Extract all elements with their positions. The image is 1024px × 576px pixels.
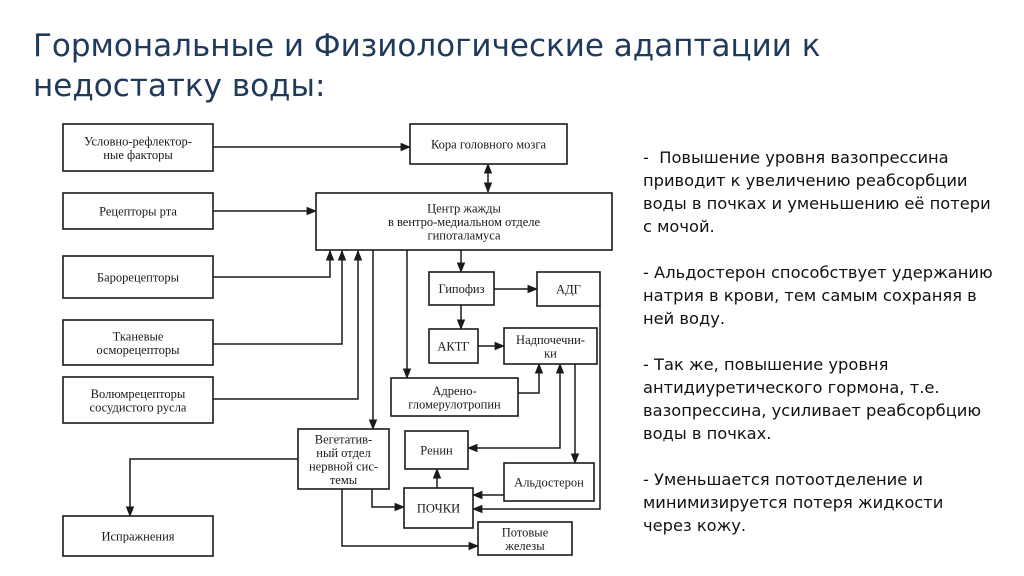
edges (125, 142, 601, 551)
node-baroreceptors: Барорецепторы (62, 255, 214, 299)
node-box (62, 376, 214, 424)
edge-autonomic-to-sweat-glands (341, 489, 480, 551)
node-box (403, 487, 474, 529)
node-box (503, 327, 598, 365)
node-label: железы (504, 539, 545, 553)
notes-panel: - Повышение уровня вазопрессина приводит… (643, 146, 993, 560)
node-box (477, 521, 573, 556)
node-box (536, 271, 601, 307)
edge-adrenoglomerulotropin-to-adrenals (518, 362, 544, 394)
node-label: Волюмрецепторы (91, 387, 186, 401)
node-label: Альдостерон (514, 476, 584, 490)
node-kidneys: ПОЧКИ (403, 487, 474, 529)
node-conditioned-factors: Условно-рефлектор-ные факторы (62, 123, 214, 172)
node-box (297, 428, 390, 490)
edge-autonomic-to-kidneys (371, 489, 406, 512)
node-mouth-receptors: Рецепторы рта (62, 192, 214, 230)
node-box (390, 377, 519, 417)
node-label: Испражнения (101, 530, 174, 544)
edge-osmo-to-thirst-center (213, 249, 347, 345)
node-label: сосудистого русла (90, 400, 187, 414)
node-label: Вегетатив- (315, 432, 372, 446)
note-adh: - Так же, повышение уровня антидиуретиче… (643, 355, 987, 443)
node-label: в вентро-медиальном отделе (388, 215, 541, 229)
node-label: ки (544, 346, 557, 360)
node-box (404, 430, 469, 470)
node-label: нервной сис- (309, 459, 378, 473)
note-sweating: - Уменьшается потоотделение и минимизиру… (643, 470, 949, 535)
node-box (62, 515, 214, 557)
node-label: Потовые (502, 525, 549, 539)
node-label: ные факторы (103, 148, 173, 162)
node-box (315, 192, 613, 251)
node-renin: Ренин (404, 430, 469, 470)
edge-baro-to-thirst-center (213, 249, 335, 278)
node-box (409, 123, 568, 165)
node-label: АДГ (556, 283, 581, 297)
node-box (62, 192, 214, 230)
node-box (62, 255, 214, 299)
node-label: темы (330, 473, 358, 487)
note-vasopressin: - Повышение уровня вазопрессина приводит… (643, 148, 996, 236)
node-label: АКТГ (437, 340, 469, 354)
node-label: Кора головного мозга (431, 138, 547, 152)
node-adh: АДГ (536, 271, 601, 307)
node-label: Гипофиз (438, 282, 484, 296)
note-aldosterone: - Альдостерон способствует удержанию нат… (643, 263, 998, 328)
node-acth: АКТГ (428, 328, 479, 364)
node-label: Тканевые (113, 329, 164, 343)
node-pituitary: Гипофиз (428, 271, 495, 306)
node-label: Надпочечни- (516, 333, 585, 347)
node-excretion: Испражнения (62, 515, 214, 557)
node-box (428, 328, 479, 364)
node-cortex: Кора головного мозга (409, 123, 568, 165)
edge-renin-to-adrenals (466, 362, 565, 453)
node-adrenoglomerulotropin: Адрено-гломерулотропин (390, 377, 519, 417)
edge-autonomic-to-excretion (125, 458, 298, 518)
page-title: Гормональные и Физиологические адаптации… (33, 28, 821, 104)
edge-adh-to-kidneys (471, 306, 601, 514)
node-box (503, 462, 595, 502)
node-label: Барорецепторы (97, 271, 180, 285)
node-label: Условно-рефлектор- (84, 134, 192, 148)
node-label: Адрено- (432, 384, 476, 398)
node-adrenals: Надпочечни-ки (503, 327, 598, 365)
node-aldosterone: Альдостерон (503, 462, 595, 502)
node-label: гипоталамуса (427, 229, 501, 243)
node-label: Центр жажды (427, 202, 501, 216)
edge-volume-to-thirst-center (213, 249, 363, 400)
node-box (62, 319, 214, 366)
node-label: Ренин (420, 444, 453, 458)
node-label: Рецепторы рта (99, 205, 177, 219)
node-label: ПОЧКИ (417, 502, 460, 516)
node-label: ный отдел (316, 446, 370, 460)
node-box (428, 271, 495, 306)
node-label: гломерулотропин (408, 397, 501, 411)
node-box (62, 123, 214, 172)
node-label: осморецепторы (96, 343, 180, 357)
